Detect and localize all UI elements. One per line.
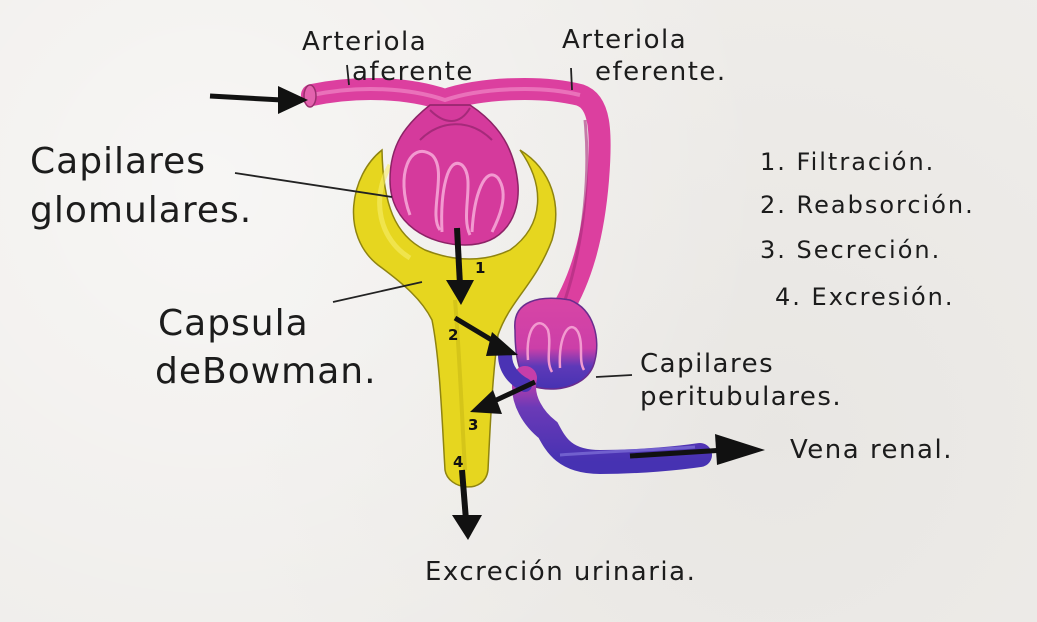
label-arteriola-eferente-1: Arteriola xyxy=(562,25,687,55)
label-capsula-2: deBowman. xyxy=(155,351,377,392)
label-vena-renal: Vena renal. xyxy=(790,435,953,465)
pointer-efferent xyxy=(571,68,572,90)
label-capilares-glomerulares-1: Capilares xyxy=(30,141,206,182)
legend-item-secrecion: 3. Secreción. xyxy=(760,236,941,264)
label-capsula-1: Capsula xyxy=(158,303,309,344)
pointer-capsule xyxy=(333,282,422,302)
label-excrecion-urinaria: Excreción urinaria. xyxy=(425,557,696,587)
pointer-peritubular xyxy=(596,375,632,377)
legend-item-reabsorcion: 2. Reabsorción. xyxy=(760,191,975,219)
label-capilares-glomerulares-2: glomulares. xyxy=(30,190,252,231)
legend-item-filtracion: 1. Filtración. xyxy=(760,148,935,176)
marker-1: 1 xyxy=(475,259,485,277)
inflow-arrow xyxy=(210,86,308,114)
marker-4: 4 xyxy=(453,453,463,471)
marker-2: 2 xyxy=(448,326,458,344)
glomerular-capillaries xyxy=(390,105,518,245)
legend-item-excresion: 4. Excresión. xyxy=(775,283,954,311)
marker-3: 3 xyxy=(468,416,478,434)
label-capilares-peritubulares-1: Capilares xyxy=(640,349,774,379)
label-arteriola-aferente-2: aferente xyxy=(352,57,474,87)
label-arteriola-eferente-2: eferente. xyxy=(595,57,727,87)
label-arteriola-aferente-1: Arteriola xyxy=(302,27,427,57)
label-capilares-peritubulares-2: peritubulares. xyxy=(640,382,842,412)
legend: 1. Filtración. 2. Reabsorción. 3. Secrec… xyxy=(760,148,975,311)
